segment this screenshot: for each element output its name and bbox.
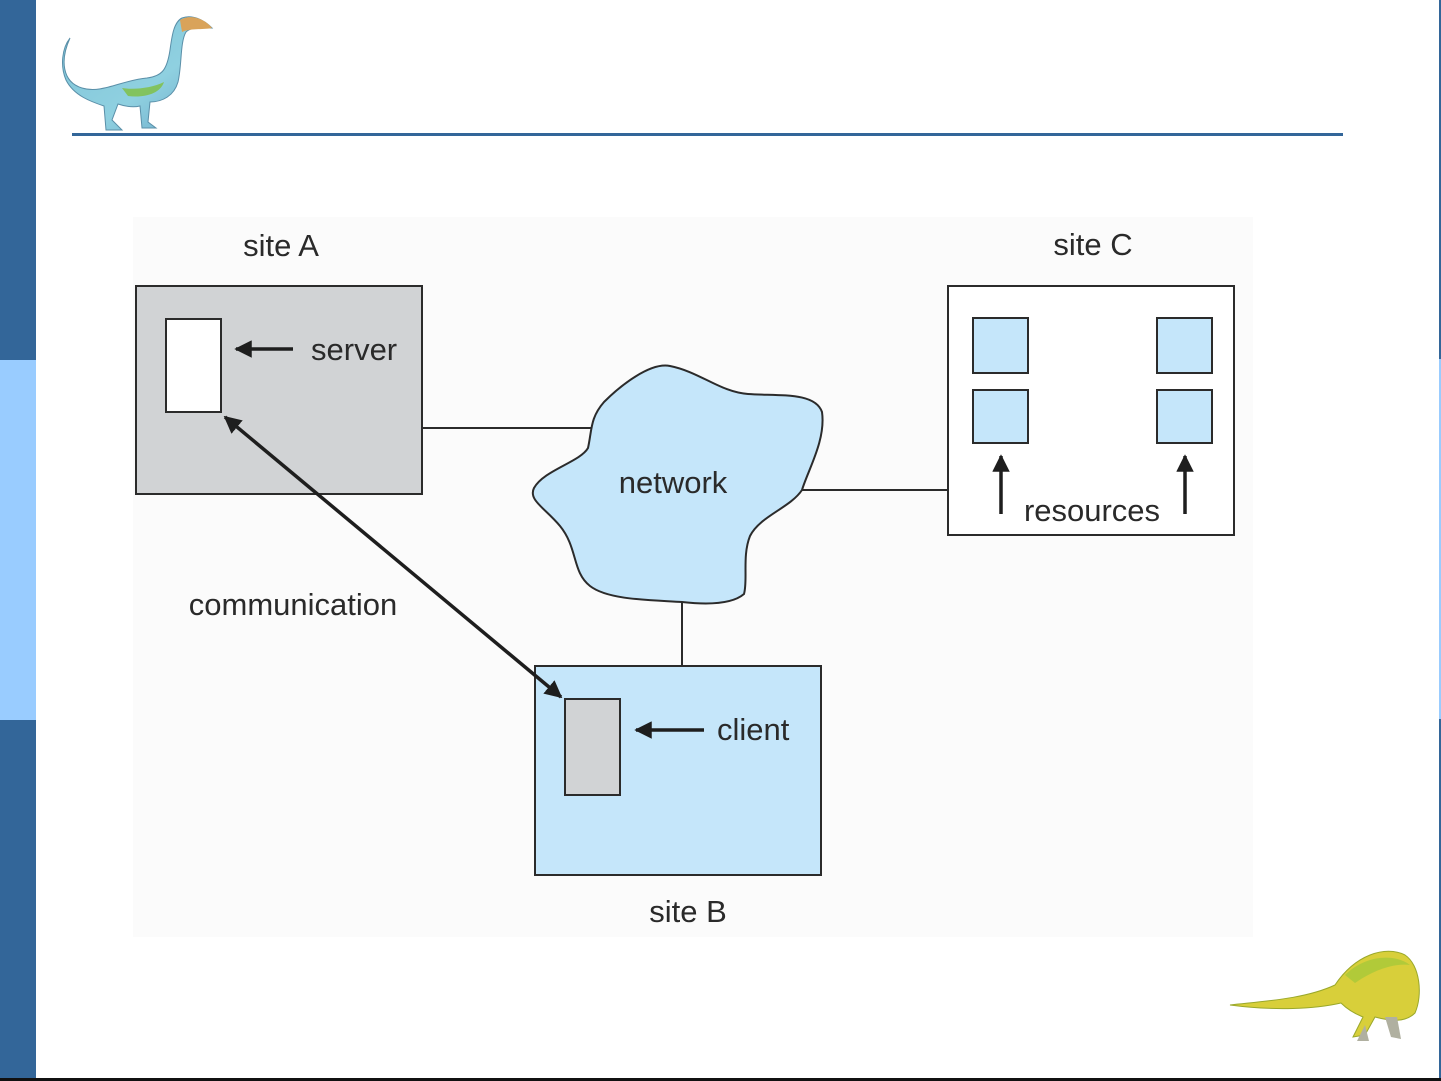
client-label: client	[717, 712, 790, 747]
client-process-box	[565, 699, 620, 795]
resource-box	[973, 318, 1028, 373]
communication-label: communication	[189, 587, 397, 622]
network-label: network	[619, 465, 728, 500]
server-label: server	[311, 332, 397, 367]
resources-label: resources	[1024, 493, 1160, 528]
resource-box	[1157, 318, 1212, 373]
resource-box	[973, 390, 1028, 443]
site-a-label: site A	[243, 228, 319, 263]
site-b-label: site B	[649, 894, 727, 929]
resource-box	[1157, 390, 1212, 443]
site-c-label: site C	[1053, 227, 1132, 262]
server-process-box	[166, 319, 221, 412]
